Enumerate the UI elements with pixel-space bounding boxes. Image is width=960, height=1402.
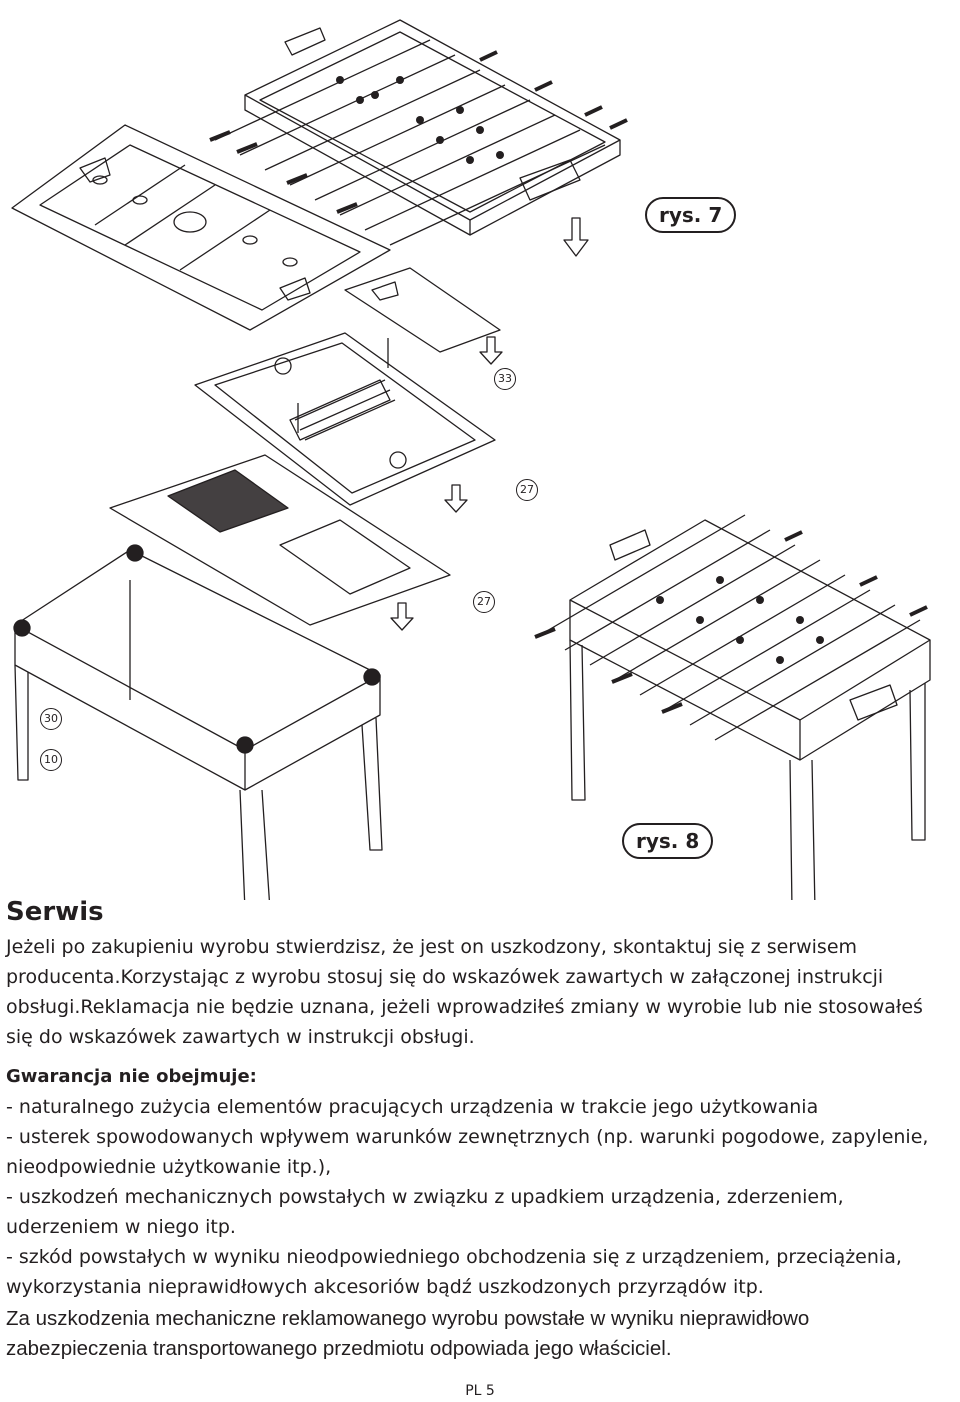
callout-27a: 27 (516, 479, 538, 501)
air-hockey-board (11, 124, 391, 331)
assembly-illustration: 33 27 27 30 10 rys. 7 rys. 8 (11, 19, 931, 911)
warranty-item: - szkód powstałych w wyniku nieodpowiedn… (6, 1246, 902, 1298)
table-tennis-board (194, 332, 496, 513)
callout-10: 10 (40, 749, 62, 771)
warranty-item: - naturalnego zużycia elementów pracując… (6, 1096, 819, 1118)
small-board (344, 267, 503, 365)
callout-33: 33 (494, 368, 516, 390)
figure-label-8: rys. 8 (622, 823, 714, 859)
game-board (109, 454, 451, 631)
foosball-table-bottom (534, 514, 931, 911)
assembly-drawing (11, 19, 931, 911)
figure-label-7: rys. 7 (645, 197, 737, 233)
warranty-heading: Gwarancja nie obejmuje: (6, 1066, 257, 1087)
pool-table (13, 544, 383, 911)
foosball-table-top (209, 19, 628, 257)
callout-30: 30 (40, 708, 62, 730)
warranty-item: - usterek spowodowanych wpływem warunków… (6, 1126, 929, 1178)
callout-27b: 27 (473, 591, 495, 613)
warranty-item: - uszkodzeń mechanicznych powstałych w z… (6, 1186, 844, 1238)
owner-responsibility-note: Za uszkodzenia mechaniczne reklamowanego… (6, 1307, 810, 1360)
service-heading: Serwis (6, 897, 104, 927)
service-paragraph: Jeżeli po zakupieniu wyrobu stwierdzisz,… (6, 936, 923, 1048)
page-number: PL 5 (465, 1383, 495, 1399)
service-section: Serwis Jeżeli po zakupieniu wyrobu stwie… (6, 896, 950, 1364)
